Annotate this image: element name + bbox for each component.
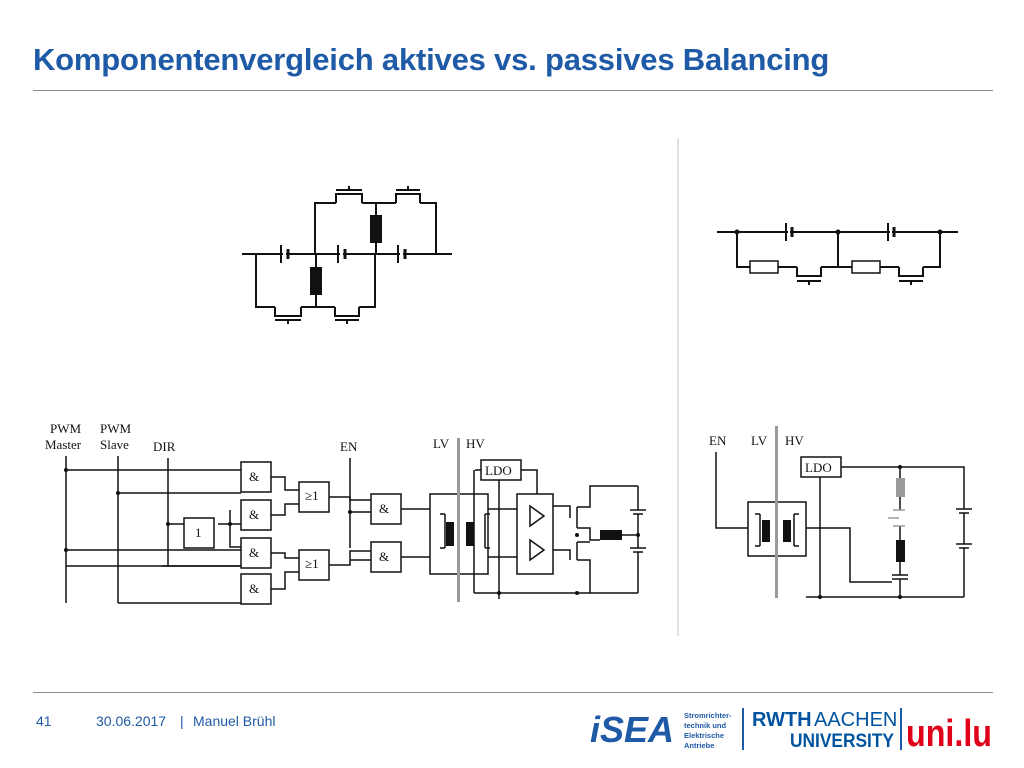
gate-or-2: ≥1	[305, 556, 319, 571]
svg-text:AACHEN: AACHEN	[814, 709, 897, 731]
label-lv-active: LV	[433, 436, 450, 451]
page-number: 41	[36, 713, 52, 729]
gate-or-1: ≥1	[305, 488, 319, 503]
title-underline	[33, 90, 993, 91]
gate-and-4: &	[249, 581, 259, 596]
label-en-active: EN	[340, 439, 358, 454]
gate-and-3: &	[249, 545, 259, 560]
svg-text:RWTH: RWTH	[752, 709, 812, 731]
slide-title: Komponentenvergleich aktives vs. passive…	[33, 42, 830, 77]
rwth-logo: RWTH AACHEN UNIVERSITY	[752, 706, 898, 752]
slide-author: Manuel Brühl	[193, 713, 276, 729]
gate-and-5: &	[379, 501, 389, 516]
section-divider	[677, 138, 679, 636]
label-hv-active: HV	[466, 436, 485, 451]
active-isolation-barrier	[457, 438, 460, 602]
gate-and-2: &	[249, 507, 259, 522]
svg-text:uni.lu: uni.lu	[906, 713, 992, 752]
isea-logo: iSEA Stromrichter- technik und Elektrisc…	[590, 706, 740, 752]
logo-divider	[742, 708, 744, 750]
label-dir: DIR	[153, 439, 176, 454]
label-hv-passive: HV	[785, 433, 804, 448]
slide-date: 30.06.2017	[96, 713, 167, 729]
passive-balancing-power-stage	[717, 223, 958, 285]
active-balancing-power-stage	[242, 186, 452, 324]
label-en-passive: EN	[709, 433, 727, 448]
gate-and-6: &	[379, 549, 389, 564]
gate-not: 1	[195, 525, 202, 540]
gate-and-1: &	[249, 469, 259, 484]
svg-text:Elektrische: Elektrische	[684, 731, 724, 740]
unilu-logo: uni.lu	[906, 706, 996, 755]
svg-text:Stromrichter-: Stromrichter-	[684, 711, 732, 720]
svg-text:technik und: technik und	[684, 721, 727, 730]
active-balancing-control	[65, 456, 646, 605]
isea-logo-text: iSEA	[590, 709, 674, 750]
footer-separator: |	[180, 713, 184, 729]
label-lv-passive: LV	[751, 433, 768, 448]
svg-text:Antriebe: Antriebe	[684, 741, 714, 750]
passive-balancing-control	[715, 452, 972, 598]
label-pwm-slave-2: Slave	[100, 437, 129, 452]
label-ldo-active: LDO	[485, 463, 512, 478]
logo-divider-2	[900, 708, 902, 750]
passive-isolation-barrier	[775, 426, 778, 598]
label-ldo-passive: LDO	[805, 460, 832, 475]
svg-text:UNIVERSITY: UNIVERSITY	[790, 731, 894, 752]
label-pwm-slave-1: PWM	[100, 421, 132, 436]
label-pwm-master-1: PWM	[50, 421, 82, 436]
label-pwm-master-2: Master	[45, 437, 82, 452]
footer-rule	[33, 692, 993, 693]
passive-ghost-resistor	[896, 478, 905, 497]
